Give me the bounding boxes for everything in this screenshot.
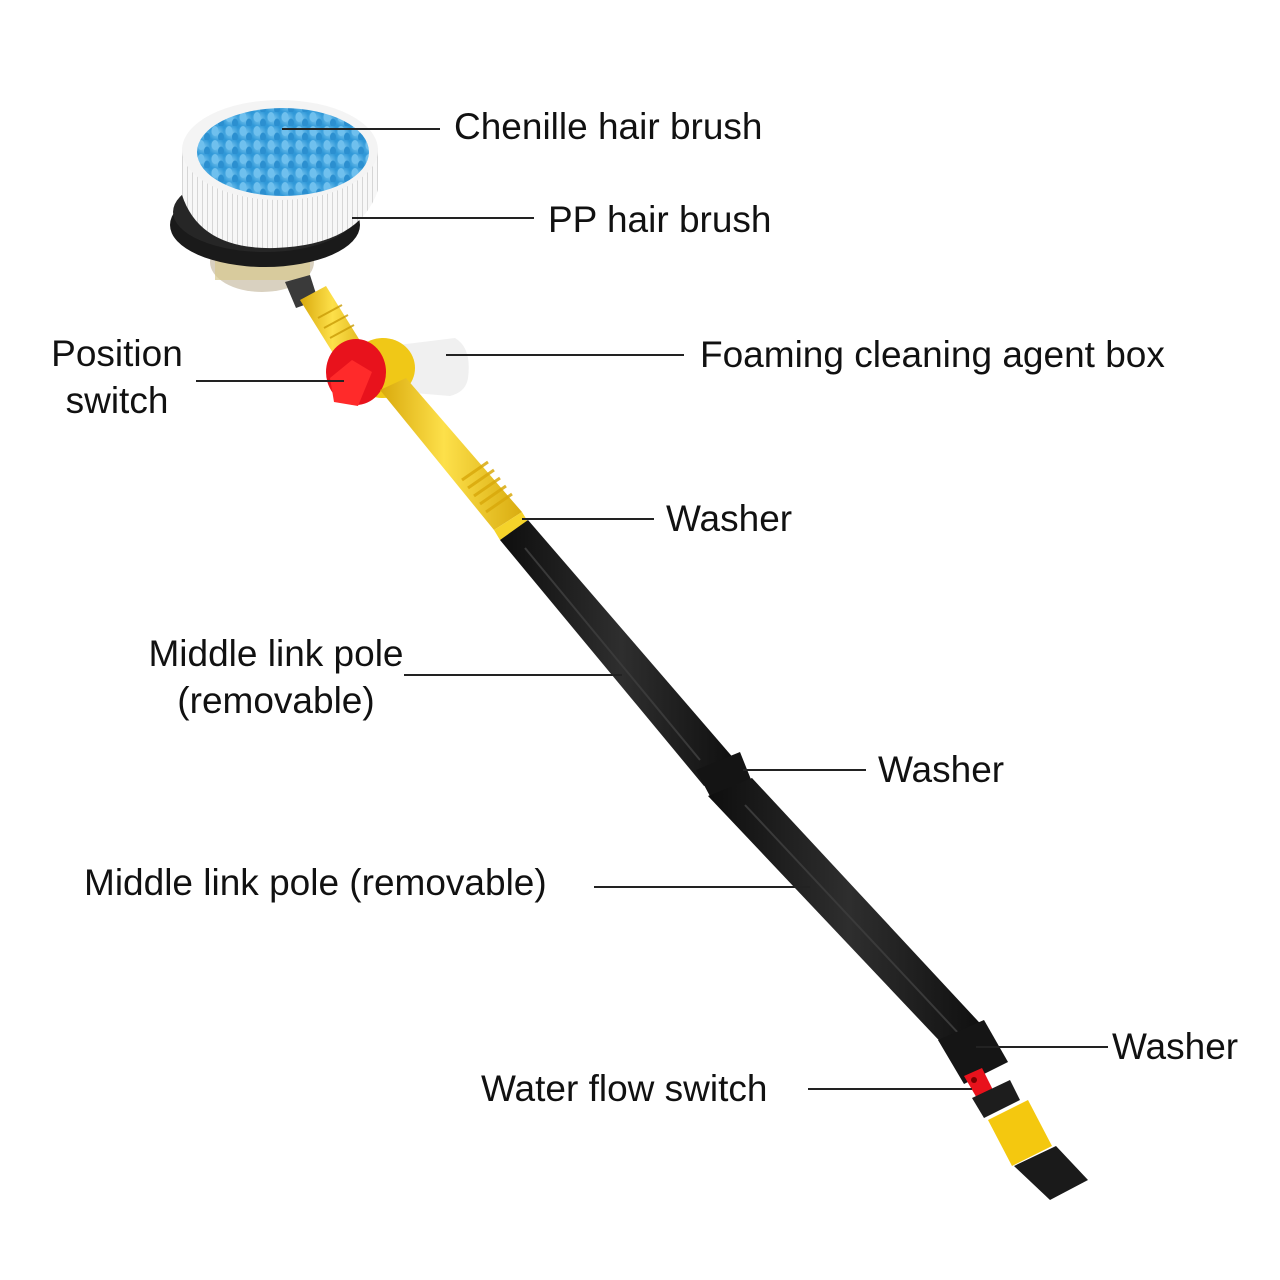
leader-lines (196, 128, 1108, 1090)
washer-1 (494, 512, 528, 540)
label-pp-hair-brush: PP hair brush (548, 199, 772, 240)
washer-3 (938, 1020, 1008, 1084)
brush-head (170, 100, 378, 292)
label-middle-link-pole-1-line2: (removable) (177, 680, 375, 721)
end-cap (1014, 1146, 1088, 1200)
label-washer-3: Washer (1112, 1026, 1239, 1067)
yellow-grip (380, 378, 522, 530)
label-washer-1: Washer (666, 498, 793, 539)
label-chenille-hair-brush: Chenille hair brush (454, 106, 763, 147)
label-middle-link-pole-2: Middle link pole (removable) (84, 862, 547, 903)
label-washer-2: Washer (878, 749, 1005, 790)
label-position-switch-line1: Position (51, 333, 183, 374)
position-switch-knob (326, 339, 386, 406)
pole-section-1 (500, 520, 742, 786)
label-middle-link-pole-1-line1: Middle link pole (148, 633, 404, 674)
foam-box (398, 338, 469, 396)
quick-connector (988, 1100, 1052, 1166)
label-position-switch-line2: switch (65, 380, 169, 421)
label-foaming-cleaning-agent-box: Foaming cleaning agent box (700, 334, 1165, 375)
label-water-flow-switch: Water flow switch (481, 1068, 768, 1109)
